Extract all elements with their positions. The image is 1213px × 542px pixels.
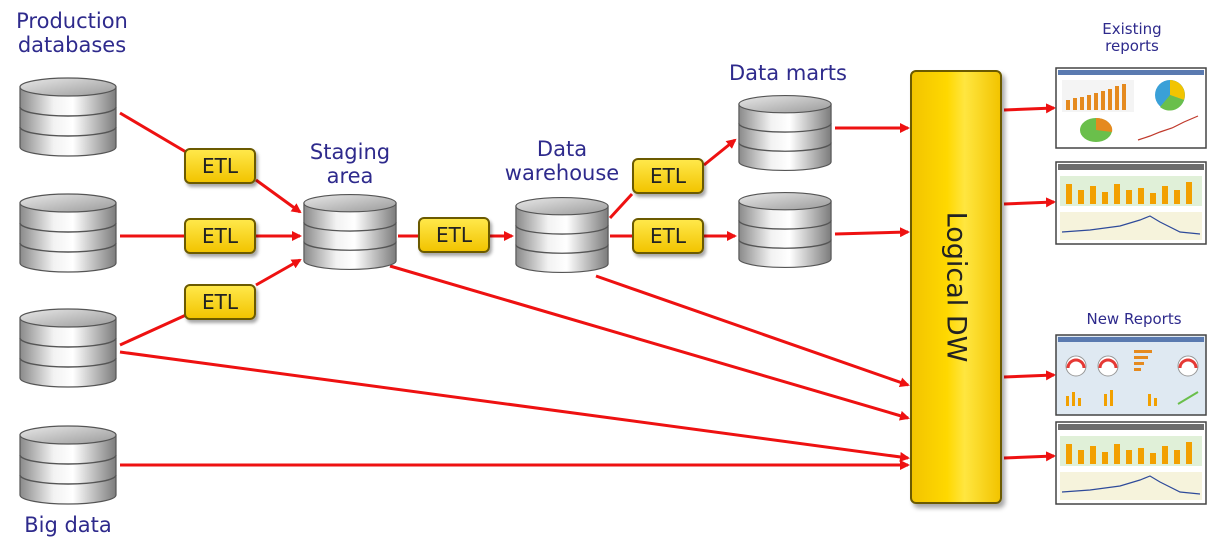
big-data-label: Big data — [24, 513, 112, 537]
production-database-3-icon — [19, 308, 117, 388]
connector-arrows — [119, 103, 1056, 470]
etl-box-staging-warehouse: ETL — [418, 217, 490, 253]
existing-report-1-thumbnail — [1055, 67, 1207, 149]
arrow-staging-ldw — [389, 264, 910, 421]
existing-reports-label: Existing reports — [1102, 20, 1162, 55]
data-mart-1-database-icon — [738, 94, 832, 172]
arrow-warehouse-ldw — [595, 274, 910, 388]
staging-area-database-icon — [303, 193, 397, 271]
existing-report-2-thumbnail — [1055, 161, 1207, 245]
data-warehouse-database-icon — [515, 196, 609, 274]
arrow-db3-ldw — [119, 350, 910, 462]
arrow-ldw-report3 — [1003, 370, 1056, 381]
logical-dw-label: Logical DW — [940, 211, 972, 363]
arrow-db3-etl — [119, 313, 187, 347]
logical-dw-box: Logical DW — [910, 70, 1002, 504]
data-marts-label: Data marts — [729, 61, 847, 85]
staging-area-label: Staging area — [309, 140, 391, 188]
etl-box-warehouse-mart-1: ETL — [632, 158, 704, 194]
production-database-2-icon — [19, 193, 117, 273]
new-report-2-thumbnail — [1055, 421, 1207, 505]
arrow-warehouse-etl-top — [608, 192, 634, 220]
arrow-etl3-staging — [255, 258, 302, 287]
data-mart-2-database-icon — [738, 191, 832, 269]
production-databases-label: Production databases — [16, 9, 128, 57]
arrow-etl1-staging — [255, 178, 302, 214]
etl-box-warehouse-mart-2: ETL — [632, 218, 704, 254]
production-database-1-icon — [19, 77, 117, 157]
arrow-ldw-report2 — [1003, 197, 1056, 208]
arrow-ldw-report1 — [1003, 103, 1056, 114]
etl-box-2: ETL — [184, 218, 256, 254]
new-report-1-thumbnail — [1055, 334, 1207, 416]
etl-box-1: ETL — [184, 148, 256, 184]
arrow-mart-bottom-ldw — [834, 227, 910, 238]
arrow-ldw-report4 — [1003, 451, 1056, 462]
new-reports-label: New Reports — [1086, 310, 1182, 328]
data-warehouse-label: Data warehouse — [504, 137, 620, 185]
big-data-database-icon — [19, 425, 117, 505]
etl-box-3: ETL — [184, 284, 256, 320]
arrow-etl-mart-top — [703, 138, 737, 167]
arrow-db1-etl — [119, 111, 187, 154]
